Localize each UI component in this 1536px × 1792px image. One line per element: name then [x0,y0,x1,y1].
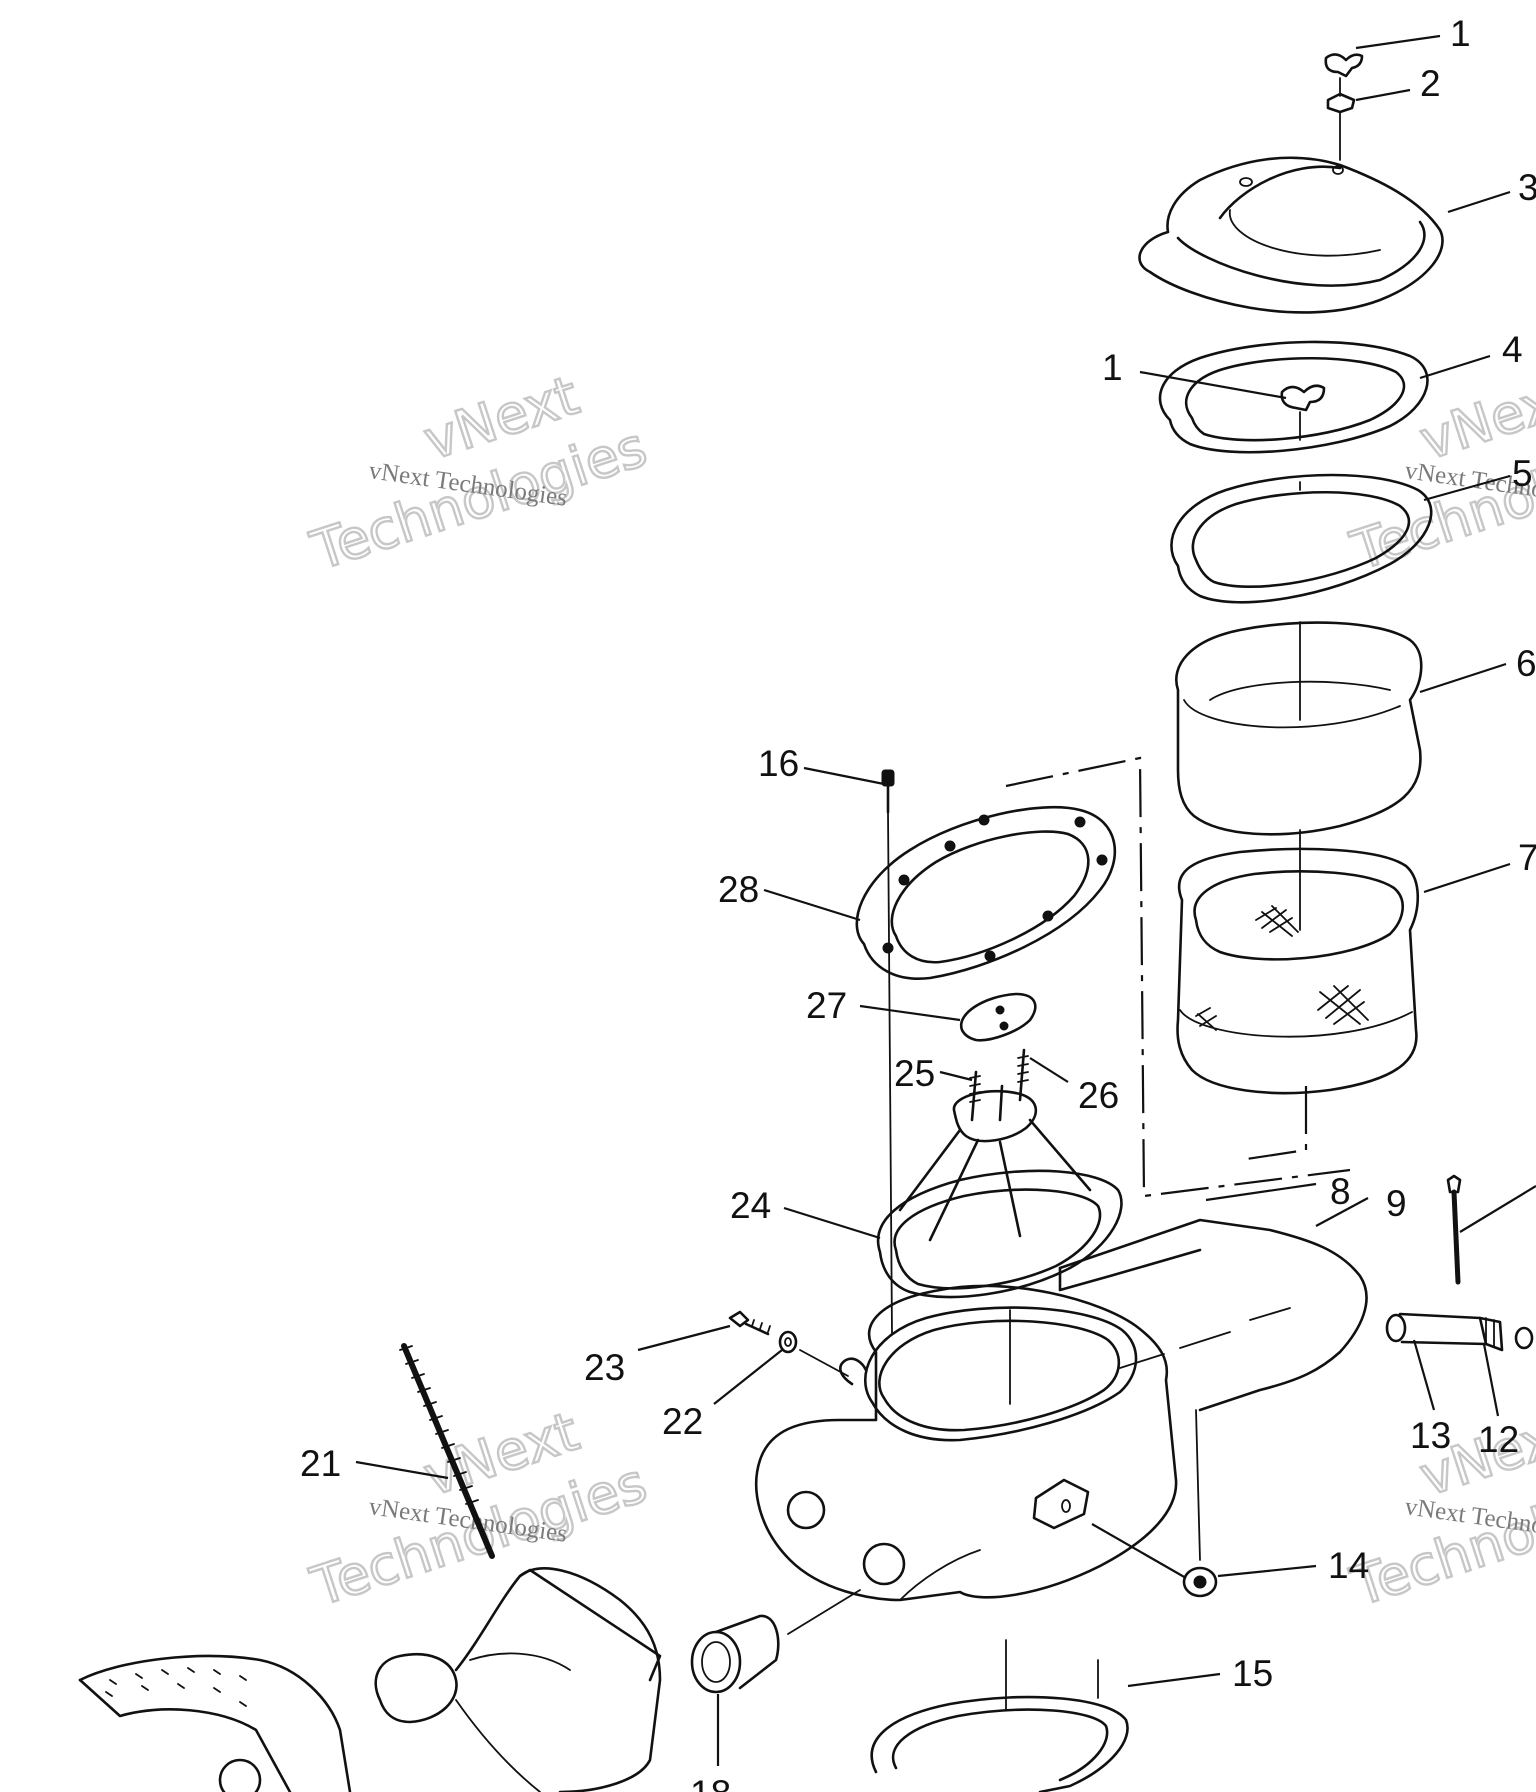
part-cover-seal [1158,340,1429,454]
part-intake-boot [374,1567,662,1792]
part-hose [1385,1312,1534,1352]
part-filter-plate [1170,473,1433,604]
callout-5: 5 [1512,453,1533,494]
assembly-guide [1005,756,1351,1198]
callout-13: 13 [1410,1415,1451,1456]
part-threaded-rod [399,1343,495,1559]
part-bushing [690,1589,861,1694]
callout-12: 12 [1478,1419,1519,1460]
callout-23: 23 [584,1347,625,1388]
callout-6: 6 [1516,643,1536,684]
callout-2: 2 [1420,63,1441,104]
callout-1-top: 1 [1450,13,1471,54]
callout-7: 7 [1518,837,1536,878]
part-lower-gasket [870,1639,1129,1792]
callout-9: 9 [1386,1183,1407,1224]
watermark-top-left: vNext Technologies vNext Technologies [302,362,655,583]
callout-26: 26 [1078,1075,1119,1116]
leader-lines [355,34,1536,1766]
part-mount-gasket [855,805,1116,980]
callout-1-center: 1 [1102,347,1123,388]
part-plug [1182,1566,1218,1598]
part-small-plate [959,992,1037,1042]
callout-3: 3 [1518,167,1536,208]
part-paper-filter [1176,829,1420,1095]
callout-22: 22 [662,1401,703,1442]
callout-24: 24 [730,1185,771,1226]
callout-28: 28 [718,869,759,910]
part-screw-washer [728,1310,849,1377]
part-support-cage [876,1089,1123,1299]
part-wing-nut-top [1324,53,1364,161]
part-right-bolt [1446,1174,1462,1285]
part-studs [969,1048,1029,1122]
watermark-bottom-left: vNext Technologies vNext Technologies [302,1398,655,1619]
part-fender-grille [78,1654,352,1792]
part-airbox-body [754,1218,1368,1602]
callout-4: 4 [1502,329,1523,370]
callout-numbers: 1 2 3 1 4 5 6 7 16 28 27 25 26 24 8 9 23… [300,13,1536,1792]
watermark-top-right: vNext Technologies vNext Technologies [1342,362,1536,583]
callout-16: 16 [758,743,799,784]
callout-25: 25 [894,1053,935,1094]
callout-21: 21 [300,1443,341,1484]
assembly-guide-filter [1239,1086,1308,1162]
part-airbox-cover [1138,156,1444,314]
part-wing-nut-center [1280,384,1326,441]
callout-8: 8 [1330,1171,1351,1212]
part-long-bolt [881,769,895,1335]
callout-18: 18 [690,1773,731,1792]
gasket-holes [882,814,1108,962]
callout-15: 15 [1232,1653,1273,1694]
callout-27: 27 [806,985,847,1026]
callout-14: 14 [1328,1545,1369,1586]
part-foam-prefilter [1175,621,1423,836]
